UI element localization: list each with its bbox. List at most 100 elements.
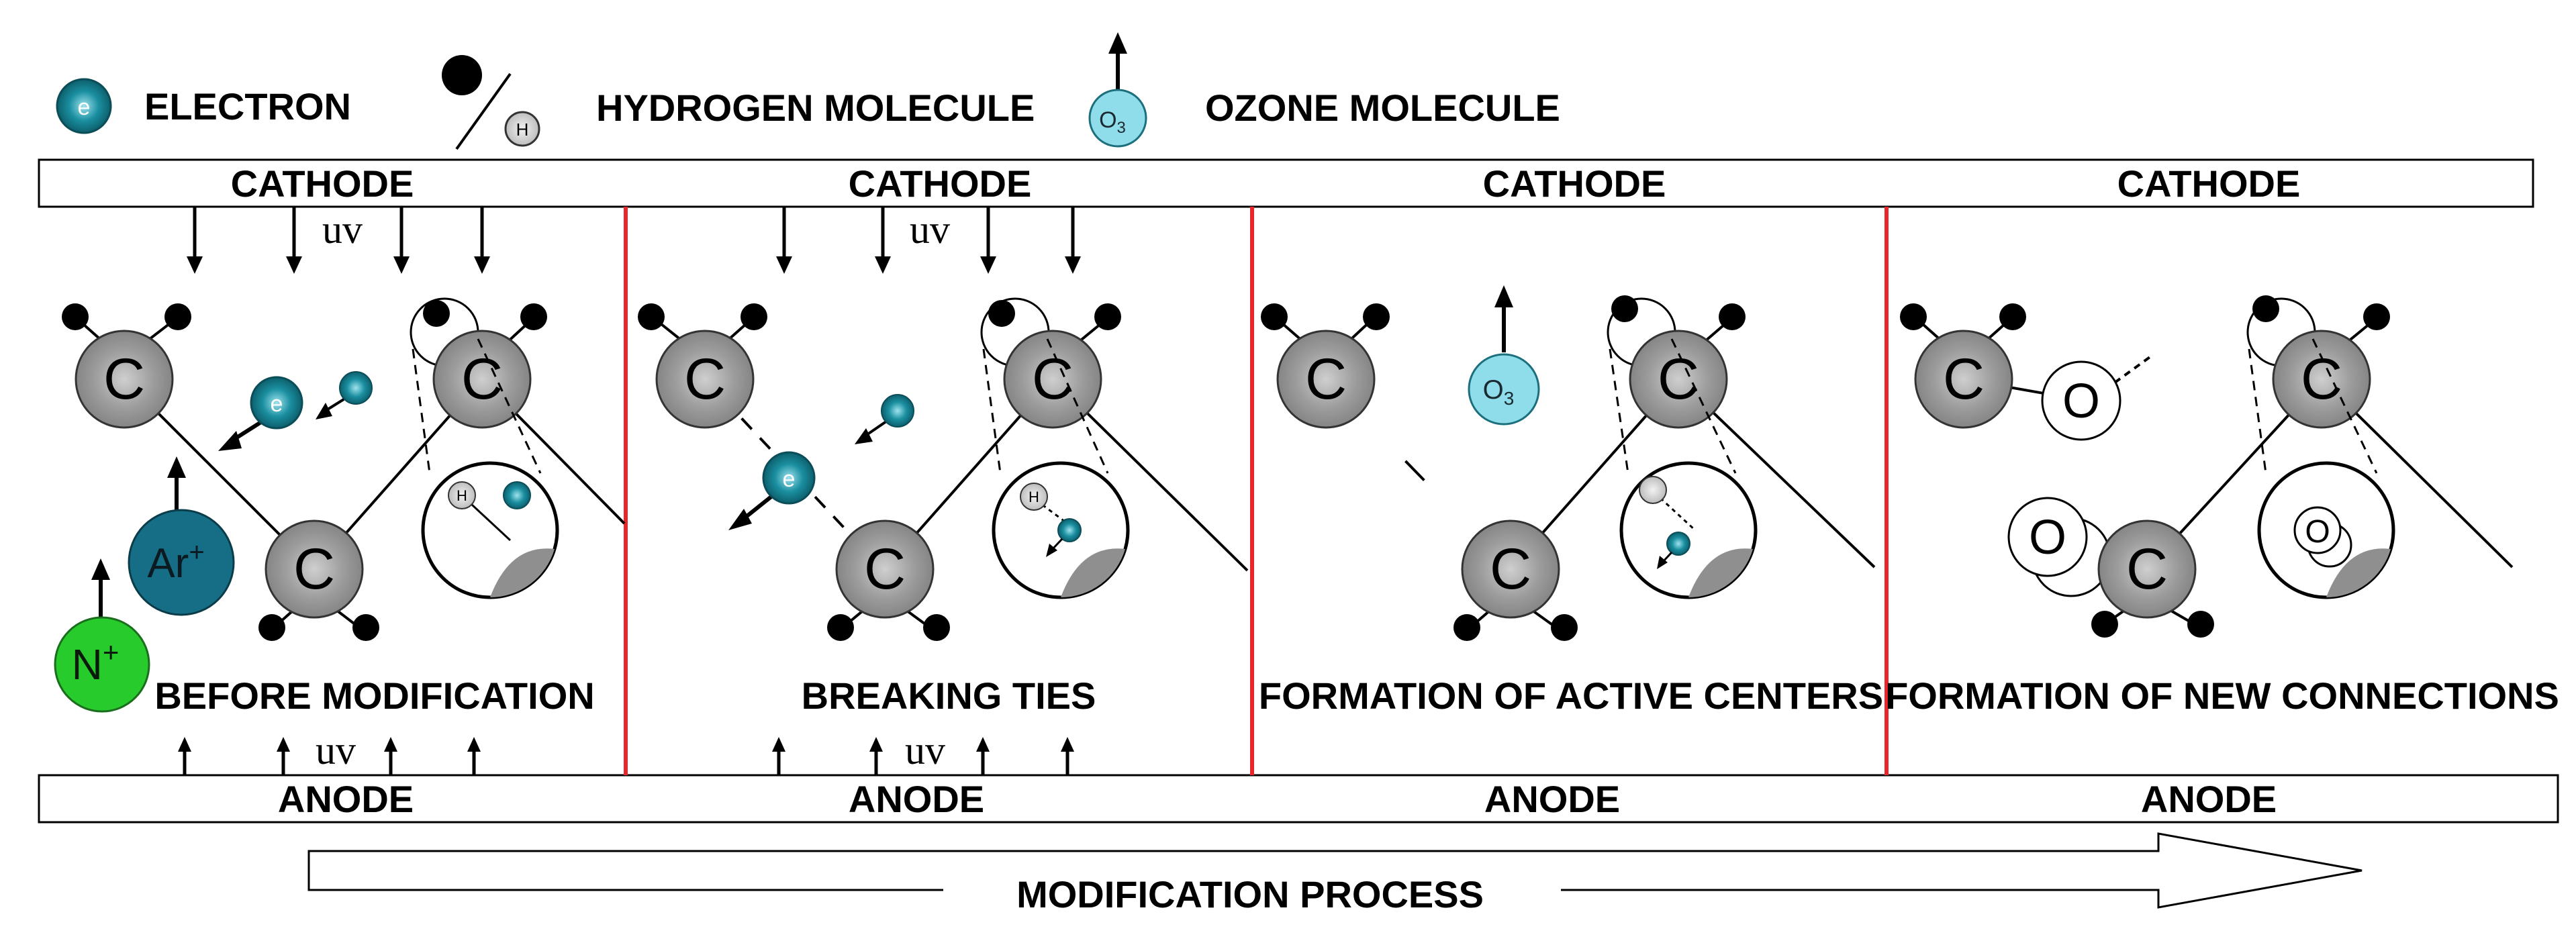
arrowhead-icon (277, 737, 290, 752)
hydrogen-symbol: H (1029, 489, 1039, 505)
zoom-line (982, 348, 1002, 474)
surface-segment (1061, 548, 1125, 597)
hydrogen-atom (164, 303, 191, 330)
legend: e ELECTRON H HYDROGEN MOLECULE O3 OZONE … (56, 32, 1560, 150)
arrowhead-icon (1046, 544, 1057, 557)
electron (503, 481, 531, 509)
arrowhead-icon (393, 256, 410, 274)
electron (762, 451, 816, 505)
hydrogen-atom (923, 614, 950, 641)
hydrogen-atom (258, 614, 285, 641)
hydrogen-small-icon (504, 111, 540, 147)
hydrogen-atom (520, 303, 547, 330)
oxygen-label: O (2062, 375, 2100, 428)
hydrogen-atom (2363, 303, 2390, 330)
stage-caption: BEFORE MODIFICATION (154, 675, 594, 717)
broken-bond (1325, 378, 1512, 570)
carbon-label: C (293, 537, 335, 601)
carbon-atom (75, 330, 174, 429)
stage-new-connections: C O O C C O FORMATION OF NEW CONNECTIONS (1885, 295, 2559, 717)
stage-breaking-ties: C C C H e BREAKING TIES (638, 297, 1249, 717)
hydrogen-small (448, 481, 476, 509)
carbon-label: C (103, 347, 145, 411)
ozone-symbol: O3 (1099, 107, 1126, 137)
electron (339, 371, 373, 405)
carbon-atom (432, 330, 532, 429)
electron (250, 376, 303, 430)
nitrogen-charge: + (103, 636, 120, 668)
hydrogen-atom (2091, 611, 2118, 638)
carbon-label: C (2126, 537, 2168, 601)
nitrogen-label: N+ (72, 636, 120, 689)
slash-icon (455, 72, 512, 150)
arrowhead-icon (467, 737, 481, 752)
hydrogen-atom (423, 300, 450, 327)
legend-hydrogen-label: HYDROGEN MOLECULE (596, 87, 1035, 129)
cathode-label: CATHODE (2117, 162, 2301, 205)
uv-arrows-bottom: uv (178, 728, 481, 775)
zoom-line (2311, 338, 2378, 474)
electron-symbol: e (271, 391, 283, 417)
zoom-line (477, 338, 542, 474)
hydrogen-atom-icon (442, 55, 482, 95)
oxygen-atom (2007, 497, 2088, 577)
hydrogen-small (1639, 476, 1667, 504)
hydrogen-atom (827, 614, 854, 641)
uv-arrows-top: uv (187, 207, 490, 274)
arrowhead-icon (316, 403, 332, 419)
carbon-label: C (1658, 347, 1699, 411)
ozone-symbol-main: O (1483, 375, 1504, 405)
electron (881, 394, 914, 428)
hydrogen-symbol: H (516, 119, 529, 140)
stage-active-centers: C C C O3 FORMATION OF ACTIVE CENTERS (1259, 285, 1883, 717)
arrowhead-icon (1061, 737, 1074, 752)
carbon-label: C (1032, 347, 1074, 411)
carbon-atom (2272, 330, 2371, 429)
arrowhead-icon (187, 256, 203, 274)
carbon-atom (835, 519, 935, 619)
anode-label: ANODE (2141, 778, 2277, 820)
hydrogen-atom (1551, 614, 1578, 641)
arrowhead-icon (728, 509, 752, 530)
carbon-label: C (684, 347, 726, 411)
surface-segment (490, 548, 555, 597)
hydrogen-symbol: H (457, 487, 467, 504)
legend-electron-label: ELECTRON (144, 85, 351, 128)
nitrogen-ion (54, 616, 150, 713)
oxygen-atom (2041, 360, 2121, 441)
hydrogen-atom (1453, 614, 1480, 641)
stage-caption: FORMATION OF ACTIVE CENTERS (1259, 675, 1883, 717)
arrowhead-icon (167, 456, 186, 478)
electron-symbol: e (783, 466, 796, 492)
arrowhead-icon (178, 737, 191, 752)
carbon-label: C (461, 347, 503, 411)
carbon-atom (1276, 330, 1376, 429)
ozone-icon (1088, 89, 1147, 148)
cathode-label: CATHODE (1483, 162, 1666, 205)
hydrogen-atom (1094, 303, 1121, 330)
ozone-symbol-sub: 3 (1117, 119, 1126, 137)
electron (1666, 532, 1690, 556)
hydrogen-atom (1363, 303, 1390, 330)
ozone-symbol-sub: 3 (1504, 388, 1515, 409)
uv-arrows-top: uv (776, 207, 1081, 274)
arrowhead-icon (855, 428, 873, 444)
arrowhead-icon (976, 737, 990, 752)
process-label: MODIFICATION PROCESS (1016, 873, 1484, 915)
zoom-line (1670, 338, 1737, 474)
argon-label: Ar+ (147, 538, 204, 587)
argon-charge: + (189, 538, 204, 567)
hydrogen-small (1020, 483, 1048, 511)
carbon-atom (2097, 519, 2197, 619)
hydrogen-atom (1900, 303, 1927, 330)
carbon-label: C (1490, 537, 1531, 601)
hydrogen-atom (2252, 295, 2279, 322)
ozone-molecule (1468, 353, 1540, 426)
anode-label: ANODE (849, 778, 984, 820)
uv-label: uv (910, 207, 950, 252)
nitrogen-symbol: N (72, 640, 103, 689)
stage-before-modification: C C C H e Ar+ N+ BEFORE MODIFICATION (54, 297, 626, 717)
legend-ozone: O3 OZONE MOLECULE (1088, 32, 1560, 148)
arrowhead-icon (474, 256, 490, 274)
